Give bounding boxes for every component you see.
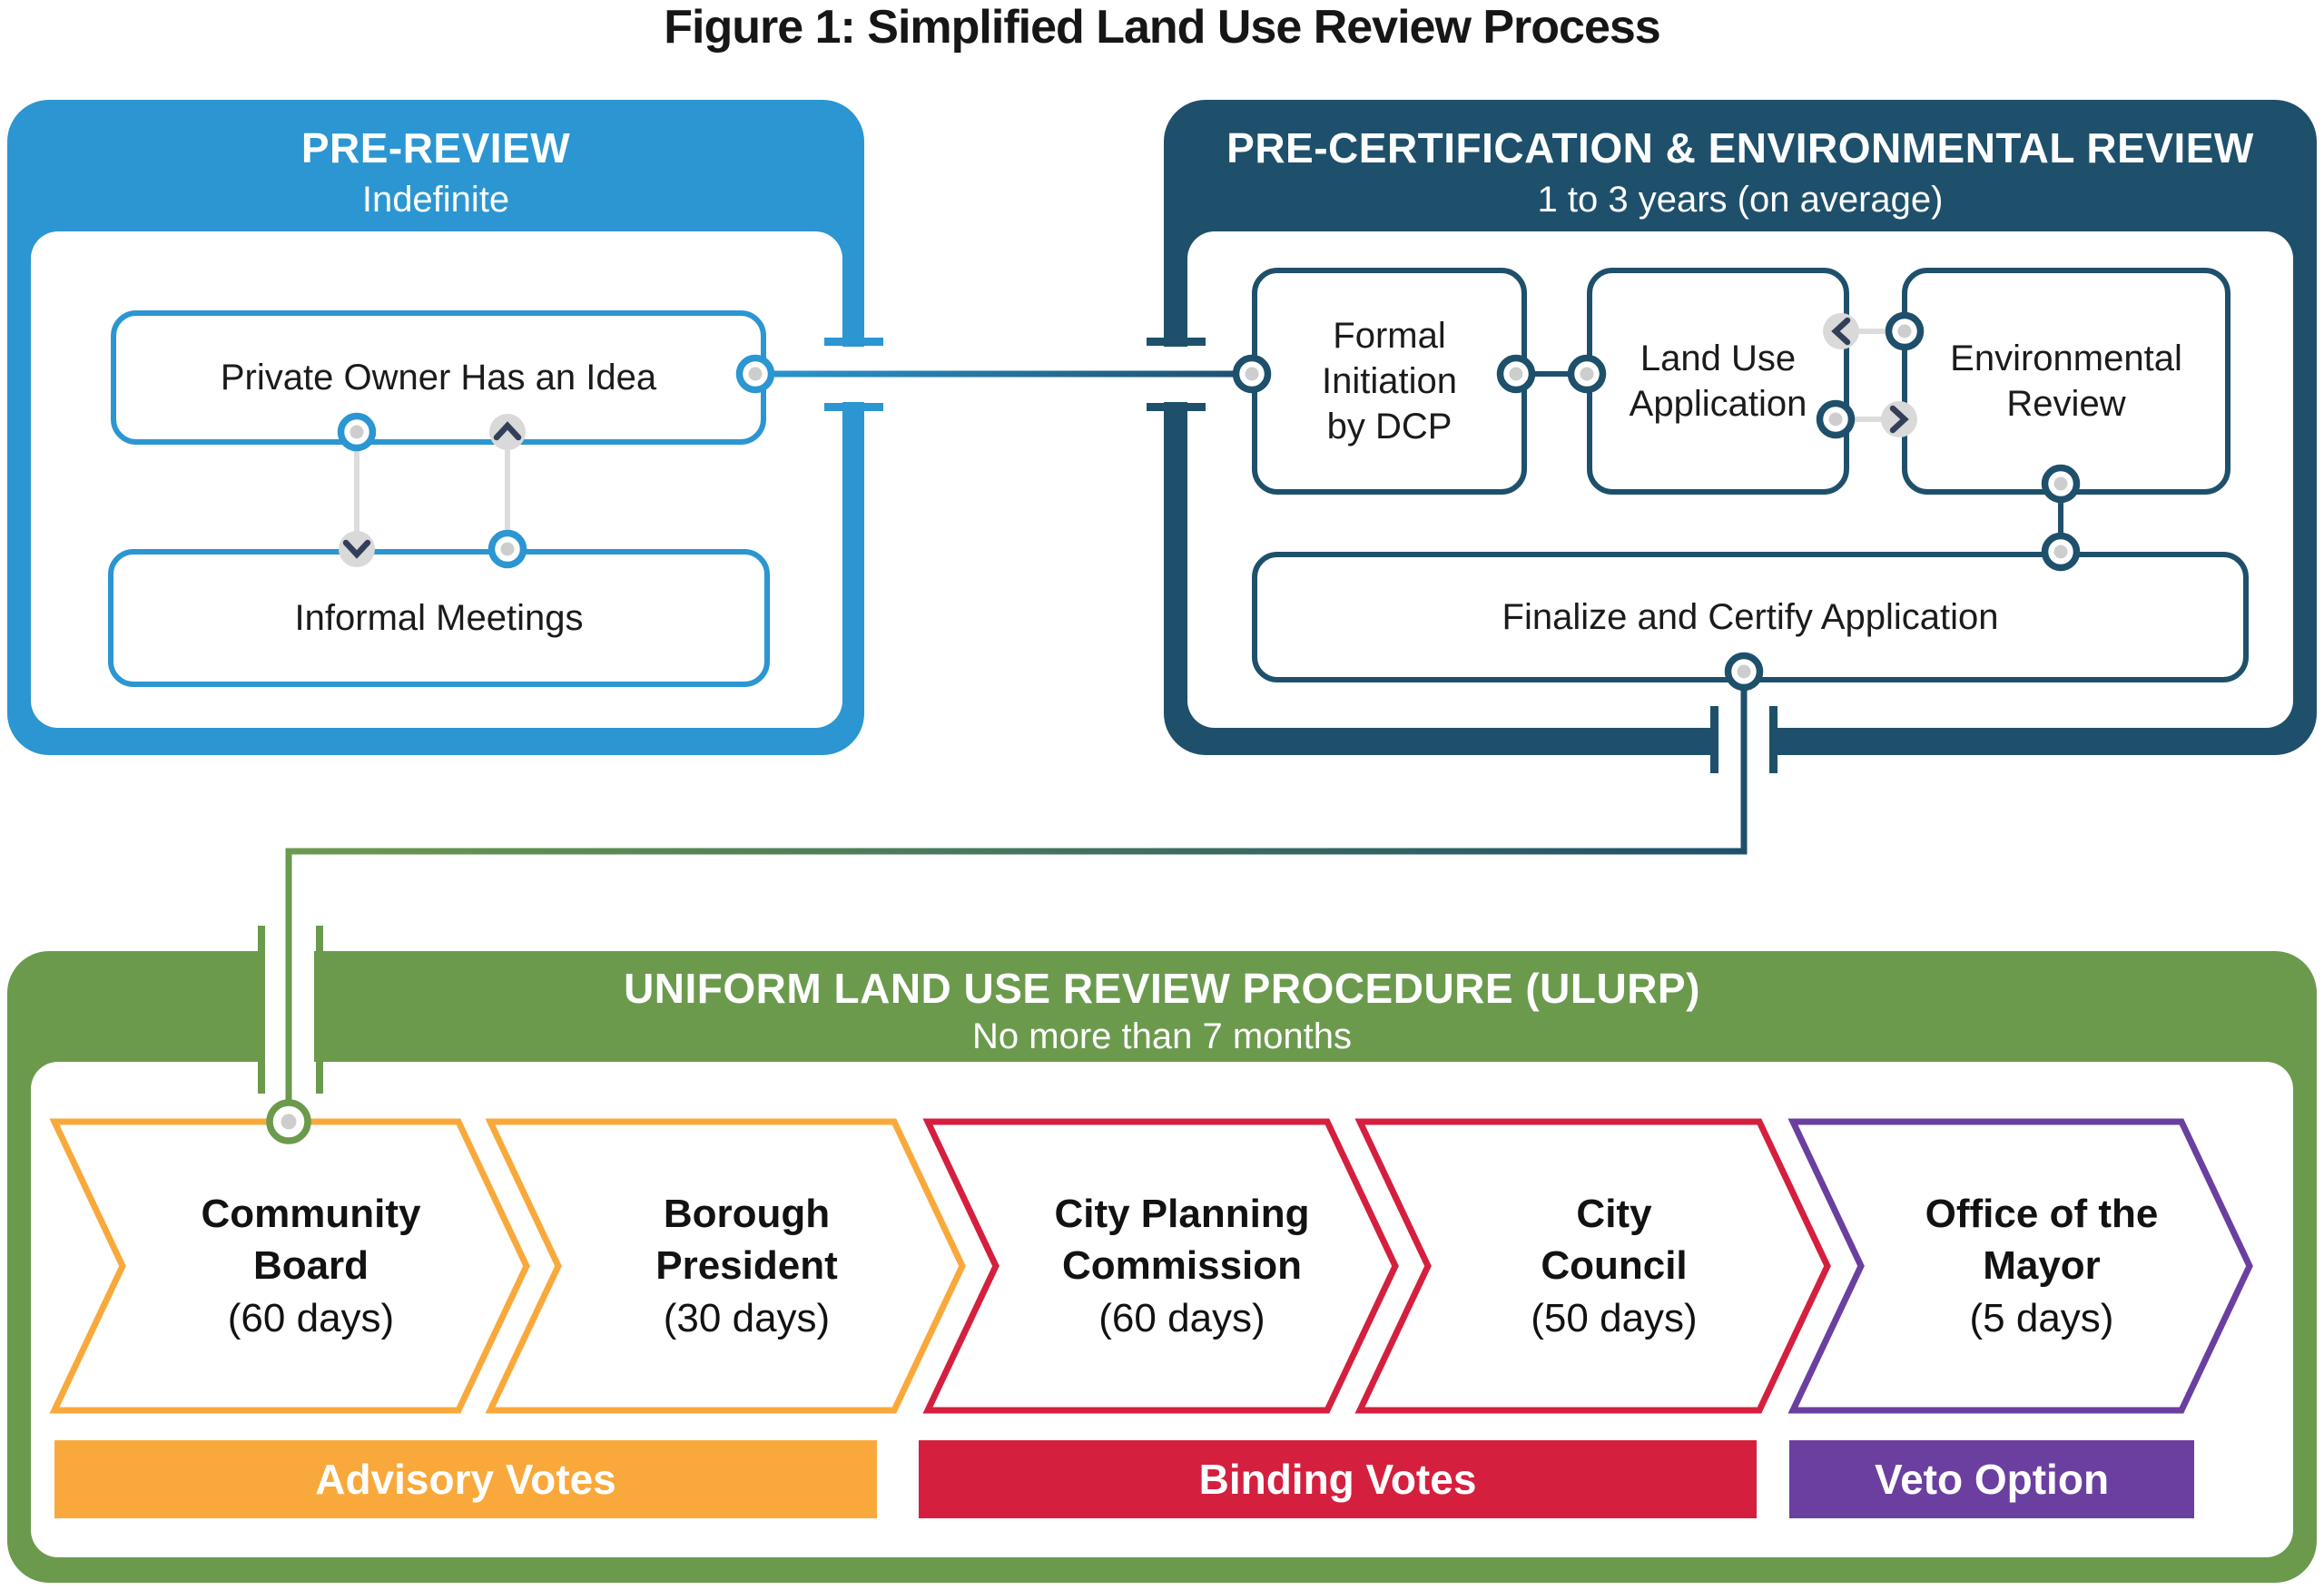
figure-title: Figure 1: Simplified Land Use Review Pro… (664, 1, 1660, 54)
step-days: (5 days) (1969, 1295, 2114, 1340)
vote-bar-binding: Binding Votes (919, 1440, 1757, 1518)
pre-review-subtitle: Indefinite (361, 180, 510, 220)
node-informal-meetings: Informal Meetings (108, 549, 770, 687)
step-name: Borough President (655, 1192, 838, 1289)
step-office-of-mayor: Office of the Mayor (5 days) (1838, 1122, 2245, 1410)
step-name: Community Board (201, 1192, 421, 1289)
step-name: Office of the Mayor (1925, 1192, 2159, 1289)
node-land-use-application: Land Use Application (1587, 268, 1849, 495)
step-city-council: City Council (50 days) (1405, 1122, 1823, 1410)
step-days: (60 days) (1098, 1295, 1265, 1340)
step-city-planning-commission: City Planning Commission (60 days) (973, 1122, 1391, 1410)
ulurp-subtitle: No more than 7 months (972, 1016, 1352, 1056)
step-name: City Council (1541, 1192, 1688, 1289)
step-days: (50 days) (1531, 1295, 1698, 1340)
step-days: (30 days) (663, 1295, 831, 1340)
pre-review-title: PRE-REVIEW (300, 124, 571, 172)
step-name: City Planning Commission (1054, 1192, 1310, 1289)
step-community-board: Community Board (60 days) (100, 1122, 522, 1410)
node-finalize-certify: Finalize and Certify Application (1252, 552, 2249, 682)
node-environmental-review: Environmental Review (1902, 268, 2230, 495)
vote-bar-veto: Veto Option (1789, 1440, 2194, 1518)
node-formal-initiation: Formal Initiation by DCP (1252, 268, 1527, 495)
pre-certification-subtitle: 1 to 3 years (on average) (1537, 180, 1944, 220)
pre-certification-title: PRE-CERTIFICATION & ENVIRONMENTAL REVIEW (1226, 124, 2254, 172)
step-borough-president: Borough President (30 days) (536, 1122, 958, 1410)
vote-bar-advisory: Advisory Votes (54, 1440, 877, 1518)
node-private-owner-idea: Private Owner Has an Idea (111, 310, 766, 445)
ulurp-title: UNIFORM LAND USE REVIEW PROCEDURE (ULURP… (624, 965, 1700, 1012)
step-days: (60 days) (227, 1295, 395, 1340)
